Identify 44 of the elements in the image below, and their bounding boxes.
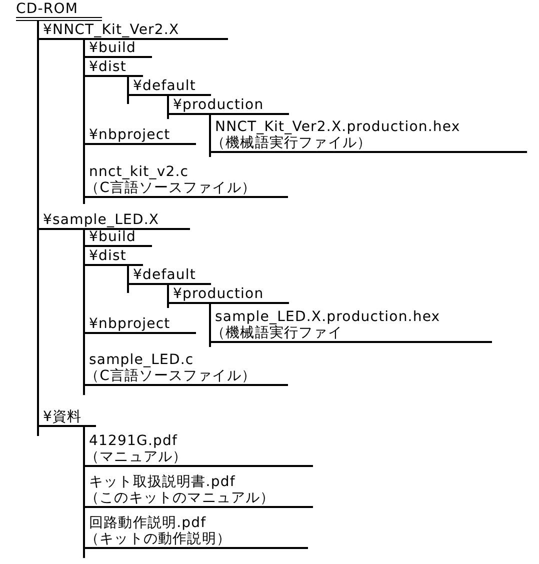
drive-label: CD-ROM	[16, 1, 102, 21]
file-name: 回路動作説明.pdf	[89, 515, 208, 531]
folder-label: ¥production	[170, 286, 289, 304]
file-description: （キットの動作説明）	[85, 531, 232, 547]
file-entry	[86, 164, 288, 198]
folder-label: ¥default	[130, 78, 211, 96]
folder-label: ¥dist	[86, 59, 143, 77]
folder-label: ¥build	[86, 40, 152, 58]
folder-label: ¥NNCT_Kit_Ver2.X	[40, 22, 228, 40]
file-description: （C言語ソースファイル）	[85, 180, 257, 196]
file-name: 41291G.pdf	[89, 433, 179, 449]
file-name: nnct_kit_v2.c	[89, 164, 190, 180]
file-entry	[212, 309, 492, 343]
file-description: （このキットのマニュアル）	[85, 490, 276, 506]
file-name: NNCT_Kit_Ver2.X.production.hex	[215, 119, 462, 135]
tree-line	[209, 115, 212, 153]
tree-line	[127, 77, 130, 96]
file-entry	[86, 474, 313, 508]
tree-line	[37, 21, 41, 427]
file-entry	[86, 433, 313, 467]
folder-label: ¥sample_LED.X	[40, 212, 190, 230]
file-entry	[212, 119, 527, 153]
folder-label: ¥資料	[40, 409, 96, 427]
tree-line	[83, 427, 86, 549]
file-name: sample_LED.c	[89, 352, 195, 368]
file-description: （機械語実行ファイ	[211, 325, 344, 341]
file-description: （機械語実行ファイル）	[211, 135, 373, 151]
file-name: sample_LED.X.production.hex	[215, 309, 442, 325]
tree-line	[209, 304, 212, 343]
folder-label: ¥default	[130, 267, 211, 285]
file-entry	[86, 352, 288, 386]
tree-line	[167, 96, 170, 115]
tree-line	[127, 266, 130, 285]
tree-line	[167, 285, 170, 304]
file-description: （マニュアル）	[85, 449, 188, 465]
file-entry	[86, 515, 308, 549]
folder-label: ¥build	[86, 229, 152, 247]
file-description: （C言語ソースファイル）	[85, 368, 257, 384]
file-name: キット取扱説明書.pdf	[89, 474, 236, 490]
folder-label: ¥nbproject	[86, 127, 196, 145]
folder-label: ¥production	[170, 97, 289, 115]
folder-label: ¥dist	[86, 248, 143, 266]
tree-line	[83, 230, 86, 386]
folder-label: ¥nbproject	[86, 316, 196, 334]
